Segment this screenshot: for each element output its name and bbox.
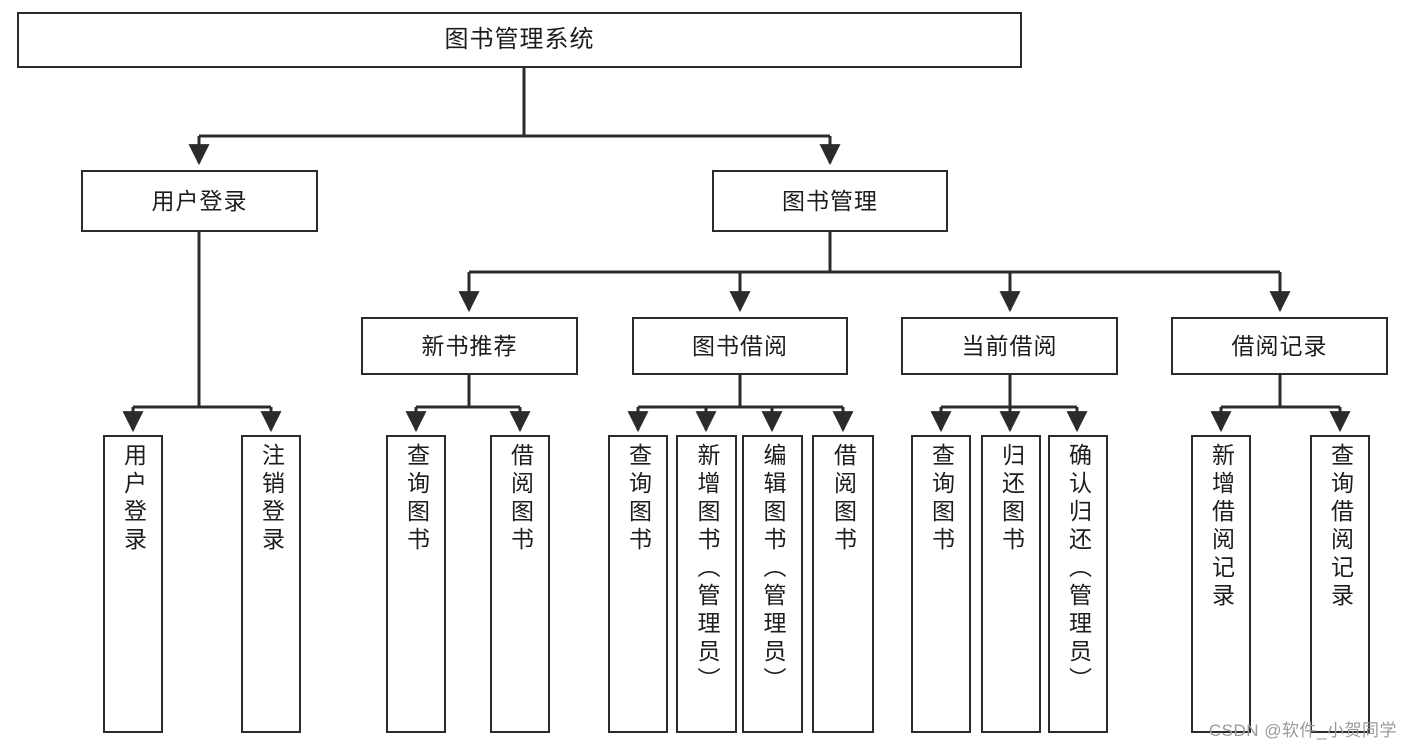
node-label: 用户登录 <box>120 443 147 555</box>
node-label: 借阅图书 <box>507 443 534 555</box>
node-book-borrow[interactable]: 图书借阅 <box>632 317 848 375</box>
leaf-user-login-login[interactable]: 用户登录 <box>103 435 163 733</box>
node-label: 查询图书 <box>625 443 652 555</box>
node-label: 查询图书 <box>403 443 430 555</box>
edges-book-management-to-level3 <box>458 232 1291 313</box>
node-book-management[interactable]: 图书管理 <box>712 170 948 232</box>
leaf-borrow-record-query[interactable]: 查询借阅记录 <box>1310 435 1370 733</box>
node-label: 借阅记录 <box>1231 332 1328 359</box>
node-label: 新书推荐 <box>421 332 518 359</box>
node-label: 新增借阅记录 <box>1208 443 1235 611</box>
leaf-current-borrow-query[interactable]: 查询图书 <box>911 435 971 733</box>
node-label: 新增图书（管理员） <box>694 443 720 695</box>
edges-new-book-recommend-to-leaves <box>405 375 531 433</box>
node-label: 注销登录 <box>258 443 285 555</box>
node-label: 查询借阅记录 <box>1327 443 1354 611</box>
node-label: 借阅图书 <box>830 443 857 555</box>
node-label: 图书管理 <box>782 187 878 214</box>
node-label: 查询图书 <box>928 443 955 555</box>
node-label: 归还图书 <box>998 443 1025 555</box>
edges-user-login-to-leaves <box>122 232 282 433</box>
leaf-book-borrow-add[interactable]: 新增图书（管理员） <box>676 435 737 733</box>
leaf-current-borrow-return[interactable]: 归还图书 <box>981 435 1041 733</box>
leaf-book-borrow-borrow[interactable]: 借阅图书 <box>812 435 874 733</box>
node-label: 当前借阅 <box>961 332 1058 359</box>
edges-root-to-level2 <box>188 68 841 166</box>
node-label: 图书借阅 <box>692 332 788 359</box>
node-root-book-management-system[interactable]: 图书管理系统 <box>17 12 1022 68</box>
edges-borrow-record-to-leaves <box>1210 375 1351 433</box>
node-label: 用户登录 <box>151 187 248 214</box>
leaf-new-book-query[interactable]: 查询图书 <box>386 435 446 733</box>
csdn-watermark: CSDN @软件_小贺同学 <box>1208 721 1397 740</box>
edges-current-borrow-to-leaves <box>930 375 1088 433</box>
node-user-login[interactable]: 用户登录 <box>81 170 318 232</box>
leaf-book-borrow-query[interactable]: 查询图书 <box>608 435 668 733</box>
edges-book-borrow-to-leaves <box>627 375 854 433</box>
node-new-book-recommend[interactable]: 新书推荐 <box>361 317 578 375</box>
node-label: 确认归还（管理员） <box>1065 443 1092 695</box>
node-current-borrow[interactable]: 当前借阅 <box>901 317 1118 375</box>
node-label: 编辑图书（管理员） <box>760 443 786 695</box>
leaf-new-book-borrow[interactable]: 借阅图书 <box>490 435 550 733</box>
leaf-borrow-record-add[interactable]: 新增借阅记录 <box>1191 435 1251 733</box>
leaf-user-login-logout[interactable]: 注销登录 <box>241 435 301 733</box>
leaf-book-borrow-edit[interactable]: 编辑图书（管理员） <box>742 435 803 733</box>
node-borrow-record[interactable]: 借阅记录 <box>1171 317 1388 375</box>
node-label: 图书管理系统 <box>444 26 595 53</box>
leaf-current-borrow-confirm-return[interactable]: 确认归还（管理员） <box>1048 435 1108 733</box>
